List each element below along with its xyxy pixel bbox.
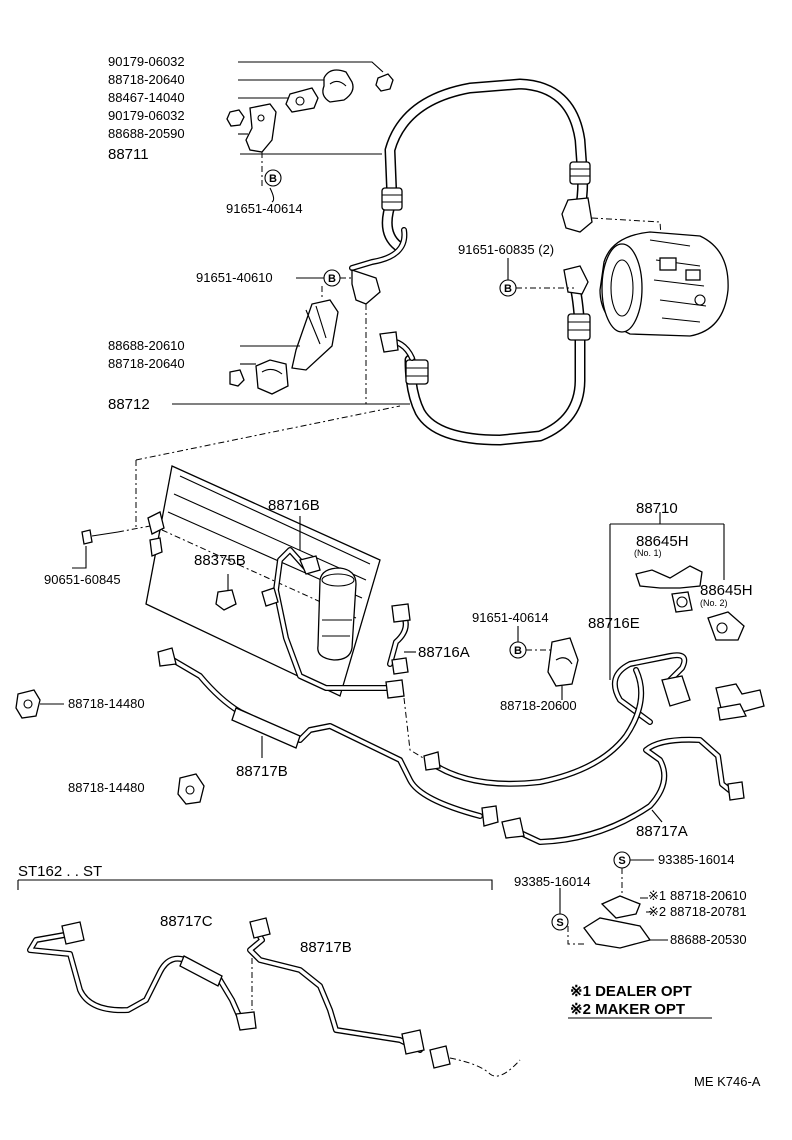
label-91651-40610: 91651-40610 [196,270,273,285]
label-88717B: 88717B [236,763,288,780]
label-88688-20530: 88688-20530 [670,932,747,947]
bracket-icon [245,103,277,153]
label-88717C: 88717C [160,913,213,930]
label-88718-20600: 88718-20600 [500,698,577,713]
pipe-88717A [403,667,745,845]
label-90179-06032-a: 90179-06032 [108,54,185,69]
label-88467-14040: 88467-14040 [108,90,185,105]
label-st162-variant: ST162 . . ST [18,863,102,880]
suction-hose-88711 [240,78,663,305]
label-88718-20640-a: 88718-20640 [108,72,185,87]
label-88716A: 88716A [418,644,470,661]
label-88688-20610: 88688-20610 [108,338,185,353]
clamp-bracket-bottom-right [583,895,668,949]
label-93385-16014-b: 93385-16014 [514,874,591,889]
bracket-clamp-lower [229,299,339,395]
mark-2: ※2 [648,904,666,919]
discharge-hose-88712 [172,265,591,446]
part-labels: 90179-06032 88718-20640 88467-14040 9017… [18,54,761,1089]
label-91651-60835: 91651-60835 (2) [458,242,554,257]
label-88712: 88712 [108,396,150,413]
bolt-callout-b-3: B [296,269,352,300]
st162-variant-section [17,879,493,890]
label-88717A: 88717A [636,823,688,840]
pipe-88717B [157,647,499,827]
label-88645H-no1-sub: (No. 1) [634,548,662,558]
bolt-callout-b-4: B [509,626,579,700]
nut-icon [226,109,245,127]
compressor-icon [599,231,729,337]
label-88711: 88711 [108,146,149,163]
liquid-tube-88716B [261,516,405,699]
label-90179-06032-b: 90179-06032 [108,108,185,123]
label-88645H-no1: 88645H [636,533,689,550]
pipe-88717B-lower [247,917,521,1077]
bolt-callout-b-1: B [264,169,282,203]
label-88717B-lower: 88717B [300,939,352,956]
label-88716E: 88716E [588,615,640,632]
clamp-14480-a [15,689,64,719]
pipe-88717C [27,921,257,1031]
nut-icon [375,73,394,92]
svg-text:B: B [269,173,277,185]
label-91651-40614-a: 91651-40614 [226,201,303,216]
bolt-callout-b-2: B [499,258,574,297]
label-88645H-no2-sub: (No. 2) [700,598,728,608]
svg-text:B: B [328,273,336,285]
bolt-icon [72,525,151,569]
label-93385-16014-a: 93385-16014 [658,852,735,867]
screw-callout-s-1: S [613,851,654,900]
label-88718-14480-b: 88718-14480 [68,780,145,795]
note-dealer-opt: ※1 DEALER OPT [570,983,692,1000]
svg-text:B: B [514,645,522,657]
label-88718-20610: 88718-20610 [670,888,747,903]
label-88710: 88710 [636,500,678,517]
screw-callout-s-2: S [551,888,584,945]
label-91651-40614-b: 91651-40614 [472,610,549,625]
plug-icon [215,574,237,611]
svg-text:B: B [504,283,512,295]
label-90651-60845: 90651-60845 [44,572,121,587]
condenser-icon [135,405,401,697]
label-88718-14480-a: 88718-14480 [68,696,145,711]
tube-88716E [611,652,691,725]
label-88716B: 88716B [268,497,320,514]
label-88718-20781: 88718-20781 [670,904,747,919]
liquid-tube-88716A [387,603,416,675]
label-88688-20590: 88688-20590 [108,126,185,141]
label-88375B: 88375B [194,552,246,569]
label-88645H-no2: 88645H [700,582,753,599]
mark-1: ※1 [648,888,666,903]
svg-text:S: S [618,855,625,867]
svg-text:S: S [556,917,563,929]
clamp-14480-b [177,773,205,805]
top-clamp-parts [226,61,394,186]
pressure-switch-group-88710 [609,512,765,721]
note-maker-opt: ※2 MAKER OPT [570,1001,685,1018]
diagram-code: ME K746-A [694,1074,761,1089]
label-88718-20640-b: 88718-20640 [108,356,185,371]
clamp-icon [322,69,354,103]
